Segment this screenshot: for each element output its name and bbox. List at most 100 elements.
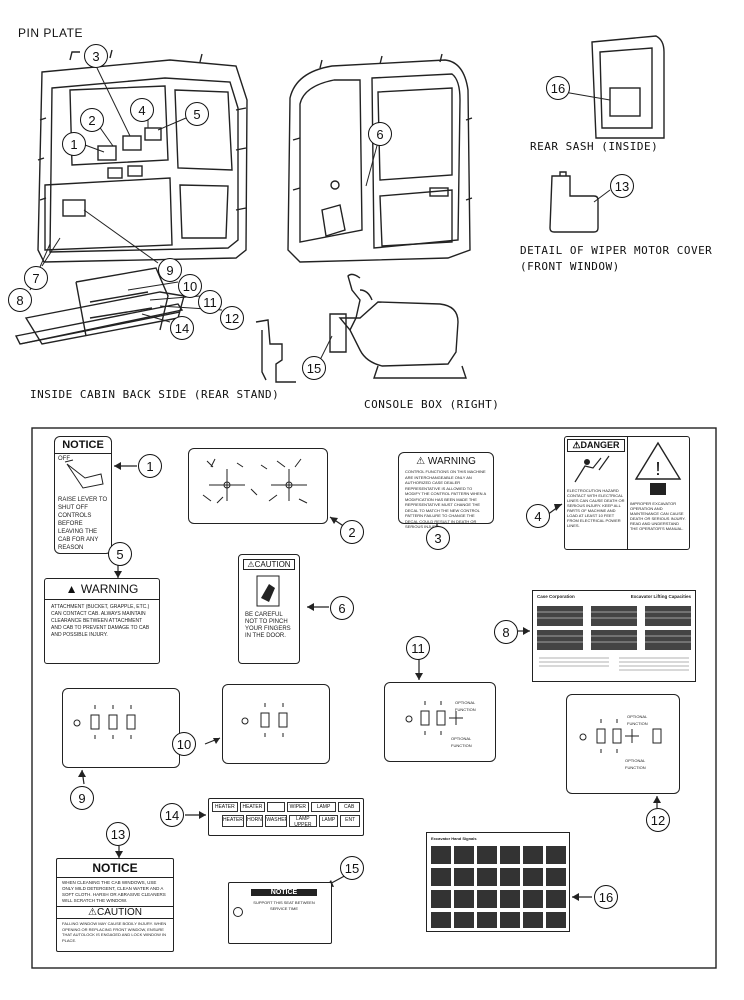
callout-13: 13 xyxy=(106,822,130,846)
callout-12: 12 xyxy=(646,808,670,832)
decal-8-title-left: Case Corporation xyxy=(537,594,575,599)
decal-4-header-text: DANGER xyxy=(580,440,620,450)
switch-label: LAMP ALT xyxy=(318,815,339,827)
decal-3-text: CONTROL FUNCTIONS ON THIS MACHINE ARE IN… xyxy=(405,469,486,529)
pinch-hand-icon xyxy=(256,575,280,607)
switch-panel-12-graphic xyxy=(579,719,662,753)
wiper-detail-label: DETAIL OF WIPER MOTOR COVER xyxy=(520,244,713,257)
callout-12-top: 12 xyxy=(220,306,244,330)
decal-hand-signals: Excavator Hand Signals xyxy=(426,832,570,932)
decal-6-header: ⚠CAUTION xyxy=(243,559,295,570)
decal-switch-labels: HEATER HEATER II WIPER LAMP BOOM CAB LAM… xyxy=(208,798,364,836)
callout-5: 5 xyxy=(108,542,132,566)
callout-1: 1 xyxy=(138,454,162,478)
decal-1-text: RAISE LEVER TO SHUT OFF CONTROLS BEFORE … xyxy=(58,497,108,551)
switch-label: LAMP BOOM xyxy=(310,802,337,812)
callout-4: 4 xyxy=(526,504,550,528)
callout-13-top: 13 xyxy=(610,174,634,198)
decal-switch-panel-12: OPTIONAL FUNCTION OPTIONAL FUNCTION xyxy=(566,694,680,794)
hand-signals-graphic xyxy=(431,846,566,928)
decal-switch-panel-10 xyxy=(222,684,330,764)
callout-9: 9 xyxy=(70,786,94,810)
decal-12-label-bottom: OPTIONAL FUNCTION xyxy=(625,758,646,770)
switch-label: HEATER xyxy=(212,802,238,812)
switch-label: HEATER II xyxy=(222,815,244,827)
decal-5-header-text: WARNING xyxy=(80,582,139,596)
decal-11-label-bottom: OPTIONAL FUNCTION xyxy=(451,736,472,748)
decal-switch-panel-11: OPTIONAL FUNCTION OPTIONAL FUNCTION xyxy=(384,682,496,762)
decal-13-header: NOTICE xyxy=(57,859,173,878)
callout-2-top: 2 xyxy=(80,108,104,132)
switch-labels-row-2: HEATER II HORN WASHER LAMP UPPER STRUCTU… xyxy=(222,815,360,827)
lever-icon xyxy=(64,459,104,489)
decal-8-title-right: Excavator Lifting Capacities xyxy=(630,594,691,599)
decal-1-off: OFF xyxy=(58,456,70,462)
callout-10: 10 xyxy=(172,732,196,756)
decal-lifting-capacities: Case Corporation Excavator Lifting Capac… xyxy=(532,590,696,682)
switch-label: HORN xyxy=(245,815,264,827)
callout-11: 11 xyxy=(406,636,430,660)
switch-label: CAB LAMP xyxy=(338,802,360,812)
callout-8-top: 8 xyxy=(8,288,32,312)
callout-4-top: 4 xyxy=(130,98,154,122)
callout-14: 14 xyxy=(160,803,184,827)
decal-4-right-text: IMPROPER EXCAVATOR OPERATION AND MAINTEN… xyxy=(629,501,686,531)
lifting-tables-graphic xyxy=(537,606,691,671)
switch-labels-row-1: HEATER HEATER II WIPER LAMP BOOM CAB LAM… xyxy=(212,802,360,812)
decal-5-text: ATTACHMENT (BUCKET, GRAPPLE, ETC.) CAN C… xyxy=(51,604,150,638)
switch-panel-10-graphic xyxy=(241,703,288,737)
decal-6-text: BE CAREFUL NOT TO PINCH YOUR FINGERS IN … xyxy=(245,612,291,639)
callout-11-top: 11 xyxy=(198,290,222,314)
inside-cabin-label: INSIDE CABIN BACK SIDE (REAR STAND) xyxy=(30,388,280,401)
decal-notice-tag: NOTICE SUPPORT THIS SEAT BETWEEN SERVICE… xyxy=(228,882,332,944)
callout-1-top: 1 xyxy=(62,132,86,156)
callout-15: 15 xyxy=(340,856,364,880)
callout-6: 6 xyxy=(330,596,354,620)
decal-notice-cleaning: NOTICE WHEN CLEANING THE CAB WINDOWS, US… xyxy=(56,858,174,952)
tag-hole xyxy=(233,907,243,917)
switch-label: ENT LEVEL xyxy=(340,815,360,827)
switch-panel-11-graphic xyxy=(405,701,463,735)
switch-label: HEATER II xyxy=(239,802,266,812)
decal-danger-electrocution: ⚠DANGER ELECTROCUTION HAZARD CONTACT WIT… xyxy=(564,436,690,550)
decal-switch-panel-9 xyxy=(62,688,180,768)
callout-2: 2 xyxy=(340,520,364,544)
switch-label: WASHER xyxy=(265,815,288,827)
decal-13-text-2: FALLING WINDOW MAY CAUSE BODILY INJURY. … xyxy=(62,921,167,943)
lever-illustration: OFF xyxy=(55,454,111,496)
control-pattern-diagram xyxy=(202,458,308,504)
callout-7-top: 7 xyxy=(24,266,48,290)
switch-panel-9-graphic xyxy=(73,705,136,739)
callout-16-top: 16 xyxy=(546,76,570,100)
decal-warning-attachment: ▲ WARNING ATTACHMENT (BUCKET, GRAPPLE, E… xyxy=(44,578,160,664)
decal-13-text: WHEN CLEANING THE CAB WINDOWS, USE ONLY … xyxy=(62,880,166,903)
switch-label: WIPER xyxy=(287,802,309,812)
electrocution-icon xyxy=(574,455,610,483)
decal-13-header-2-text: CAUTION xyxy=(96,907,142,918)
decal-3-header: ⚠ WARNING xyxy=(416,456,476,467)
decal-3-header-text: WARNING xyxy=(427,456,476,467)
callout-16: 16 xyxy=(594,885,618,909)
callout-6-top: 6 xyxy=(368,122,392,146)
decal-16-title: Excavator Hand Signals xyxy=(431,836,477,841)
pin-plate-label: PIN PLATE xyxy=(18,26,83,40)
decal-6-header-text: CAUTION xyxy=(254,560,291,569)
decal-12-label-top: OPTIONAL FUNCTION xyxy=(627,714,648,726)
decal-4-left-text: ELECTROCUTION HAZARD CONTACT WITH ELECTR… xyxy=(567,488,625,528)
callout-3-top: 3 xyxy=(84,44,108,68)
decal-8-title: Case Corporation Excavator Lifting Capac… xyxy=(533,591,695,602)
decal-caution-door: ⚠CAUTION BE CAREFUL NOT TO PINCH YOUR FI… xyxy=(238,554,300,664)
rear-sash-label: REAR SASH (INSIDE) xyxy=(530,140,659,153)
decal-11-label-top: OPTIONAL FUNCTION xyxy=(455,700,476,712)
wiper-detail-sub-label: (FRONT WINDOW) xyxy=(520,260,620,273)
svg-text:!: ! xyxy=(655,459,660,479)
decal-15-header: NOTICE xyxy=(251,889,317,896)
decal-13-header-2: ⚠CAUTION xyxy=(57,906,173,919)
callout-15-top: 15 xyxy=(302,356,326,380)
hazard-triangle-icon: ! xyxy=(634,441,682,495)
decal-control-pattern xyxy=(188,448,328,524)
decal-4-header: ⚠DANGER xyxy=(567,439,625,452)
switch-label xyxy=(267,802,285,812)
callout-9-top: 9 xyxy=(158,258,182,282)
